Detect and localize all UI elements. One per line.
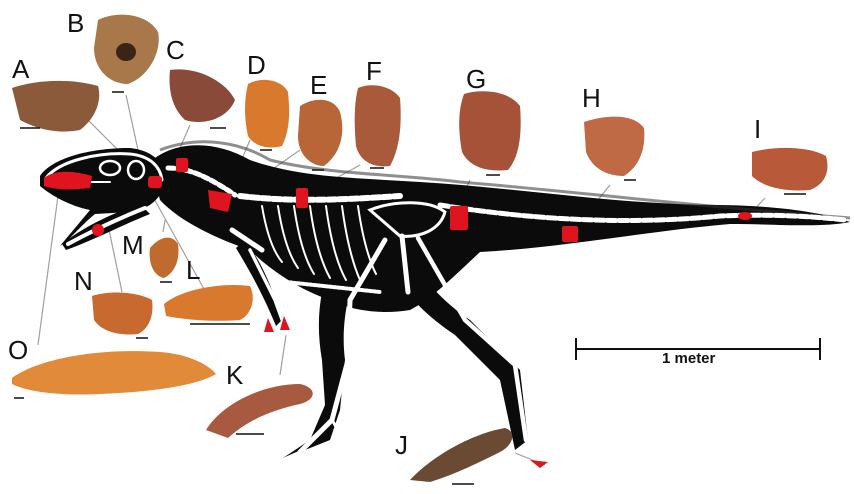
fossil-photo-f: [355, 85, 401, 166]
fossil-photo-a: [12, 81, 99, 132]
fossil-photo-l: [164, 285, 253, 321]
fossil-photo-m: [150, 238, 179, 278]
panel-label-b: B: [67, 10, 84, 36]
panel-label-e: E: [310, 72, 327, 98]
panel-label-g: G: [466, 66, 486, 92]
fossil-photo-g: [459, 91, 520, 170]
panel-label-m: M: [122, 232, 144, 258]
panel-label-h: H: [582, 85, 601, 111]
scale-bar-label: 1 meter: [662, 350, 715, 367]
fossil-photo-d: [245, 80, 289, 148]
body-silhouette: [40, 142, 850, 460]
fossil-photo-n: [92, 293, 152, 335]
panel-label-i: I: [754, 116, 761, 142]
panel-label-l: L: [186, 257, 200, 283]
fossil-photo-k: [206, 384, 313, 438]
panel-label-d: D: [247, 52, 266, 78]
fossil-photo-e: [298, 100, 342, 166]
panel-label-f: F: [366, 58, 382, 84]
fossil-photo-h: [584, 117, 644, 176]
panel-label-a: A: [12, 56, 29, 82]
fossil-photo-i: [752, 148, 827, 191]
panel-label-j: J: [395, 432, 408, 458]
panel-label-o: O: [8, 337, 28, 363]
fossil-photo-o: [12, 351, 216, 394]
fossil-photo-c: [170, 69, 235, 122]
fossil-photo-j: [410, 428, 512, 482]
panel-label-k: K: [226, 362, 243, 388]
panel-label-n: N: [74, 268, 93, 294]
panel-label-c: C: [166, 37, 185, 63]
